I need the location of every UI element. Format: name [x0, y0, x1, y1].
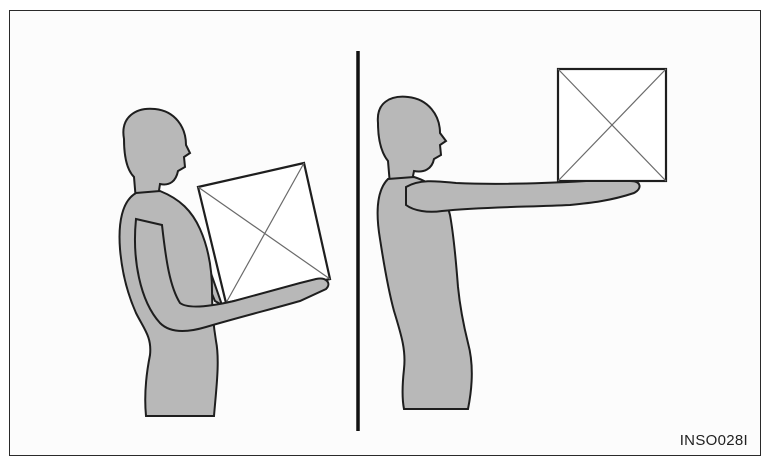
person-holding-box-close-to-body-icon: [120, 109, 330, 416]
figure-illustration: [10, 11, 762, 457]
right-figure-head: [378, 97, 446, 185]
right-box-icon: [558, 69, 666, 181]
figure-frame: INSO028I: [9, 10, 761, 456]
person-holding-box-arms-extended-icon: [378, 69, 666, 409]
left-figure-head: [123, 109, 190, 201]
right-figure-arm: [406, 181, 640, 212]
figure-code: INSO028I: [680, 432, 748, 449]
